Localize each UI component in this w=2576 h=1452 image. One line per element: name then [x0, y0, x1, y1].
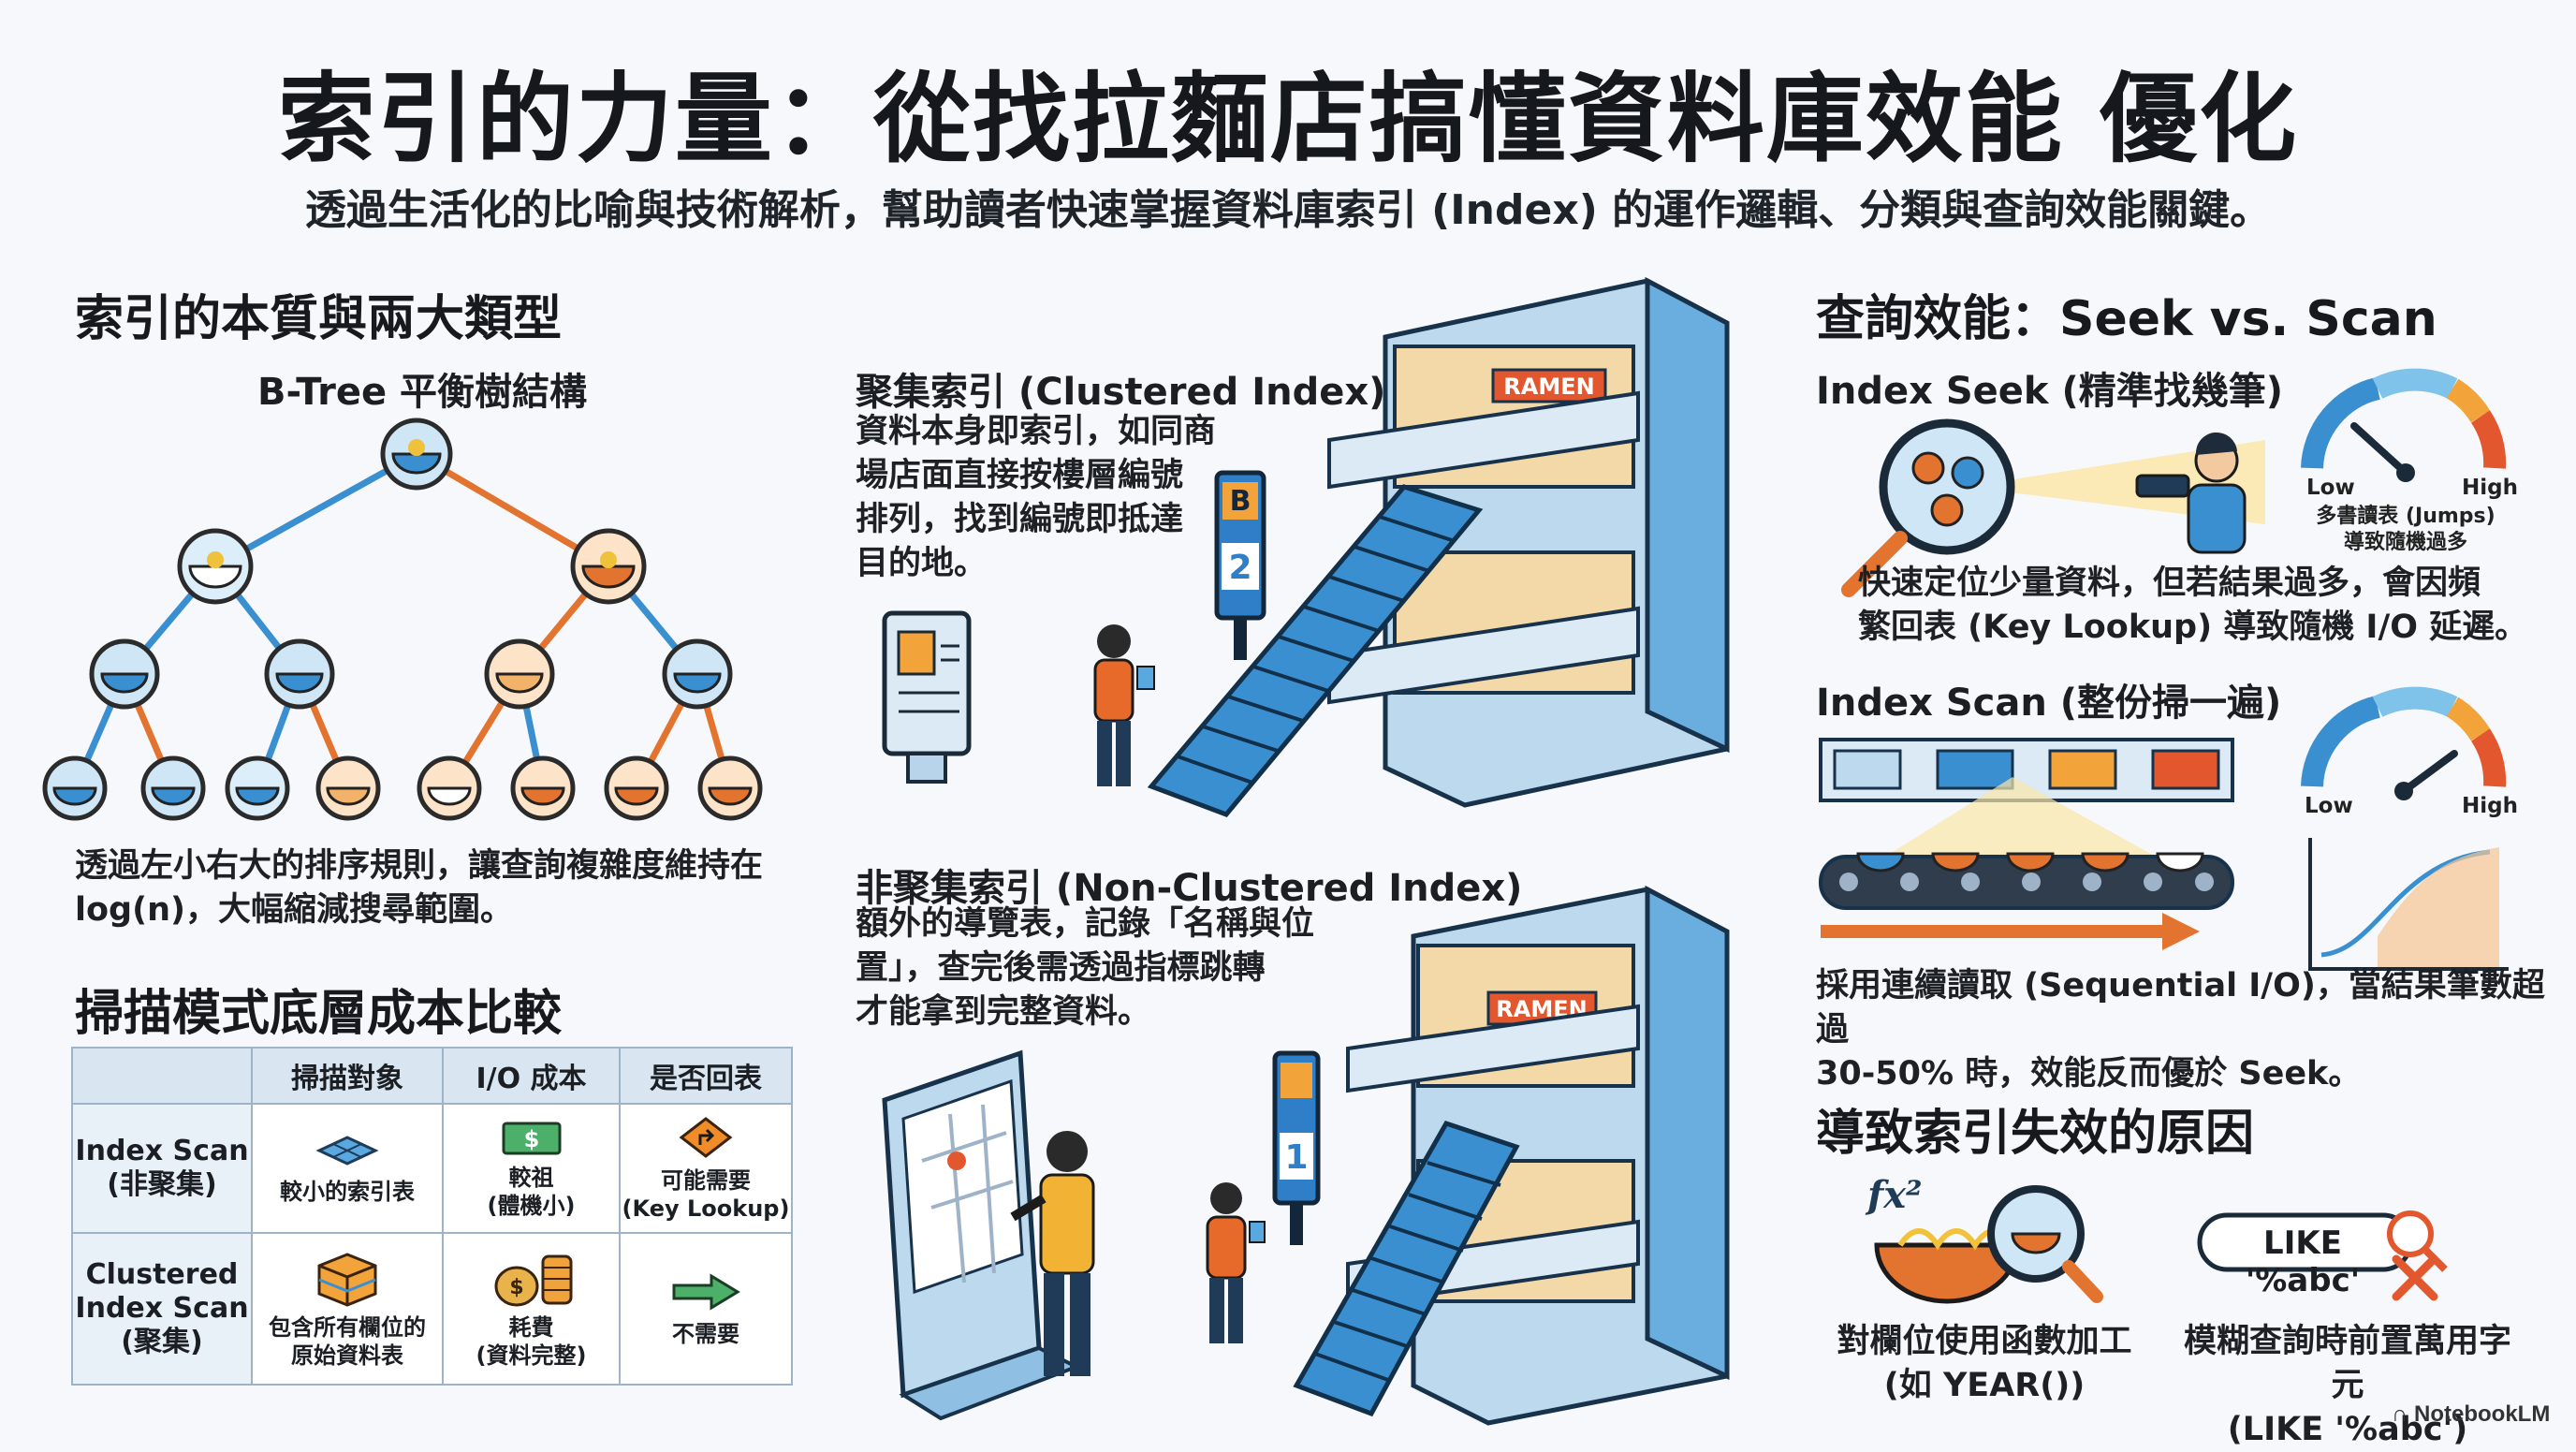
- cause-function: 對欄位使用函數加工 (如 YEAR()): [1837, 1323, 2132, 1404]
- cell-lookup: 可能需要 (Key Lookup): [619, 1103, 793, 1234]
- data-cube-icon: [317, 1252, 377, 1307]
- performance-curve: [2308, 838, 2509, 971]
- detour-sign-icon: [679, 1116, 733, 1158]
- ramen-shop-sign: RAMEN: [1503, 374, 1594, 400]
- table-row: Index Scan (非聚集) 較小的索引表 $ 較祖 (體機小) 可能需要 …: [71, 1103, 793, 1234]
- arrow-right-icon: [672, 1272, 740, 1311]
- scan-light-beam: [1863, 777, 2181, 871]
- small-index-icon: [315, 1135, 379, 1166]
- clustered-title: 聚集索引 (Clustered Index): [856, 371, 1386, 414]
- scan-cost-heading: 掃描模式底層成本比較: [75, 986, 563, 1042]
- floor-sign-2-bottom: 1: [1284, 1138, 1308, 1177]
- staircase-2: [1293, 1120, 1520, 1417]
- row-name-index-scan: Index Scan (非聚集): [71, 1103, 253, 1234]
- like-search-box: [2197, 1210, 2448, 1301]
- page-title: 索引的力量：從找拉麵店搞懂資料庫效能 優化: [277, 62, 2299, 176]
- failure-heading: 導致索引失效的原因: [1816, 1106, 2255, 1162]
- clustered-mall-illustration: B 2 RAMEN: [882, 276, 1730, 817]
- gauge-scan: [2301, 686, 2507, 800]
- page-subtitle: 透過生活化的比喻與技術解析，幫助讀者快速掌握資料庫索引 (Index) 的運作邏…: [304, 186, 2272, 234]
- directory-board-icon: [882, 610, 972, 784]
- money-icon: $: [502, 1122, 561, 1154]
- cause-wildcard: 模糊查詢時前置萬用字元 (LIKE '%abc'): [2183, 1323, 2511, 1448]
- nonclustered-description: 額外的導覽表，記錄「名稱與位 置」，查完後需透過指標跳轉 才能拿到完整資料。: [856, 905, 1315, 1031]
- floor-sign-top: B: [1230, 485, 1251, 518]
- scan-description: 採用連續讀取 (Sequential I/O)，當結果筆數超過 30-50% 時…: [1816, 967, 2545, 1093]
- svg-text:$: $: [523, 1126, 539, 1152]
- table-row: Clustered Index Scan (聚集) 包含所有欄位的 原始資料表 …: [71, 1232, 793, 1386]
- gauge-seek: [2301, 368, 2507, 482]
- gauge-scan-low: Low: [2305, 794, 2353, 818]
- cell-lookup: 不需要: [619, 1232, 793, 1386]
- gauge-seek-high: High: [2462, 476, 2518, 500]
- floor-sign: B 2: [1214, 470, 1266, 660]
- btree-label: B-Tree 平衡樹結構: [257, 371, 588, 414]
- btree-leaf-row: [42, 755, 763, 821]
- coins-bag-icon: $: [494, 1254, 572, 1306]
- row-name-clustered-scan: Clustered Index Scan (聚集): [71, 1232, 253, 1386]
- conveyor-belt: [1819, 852, 2234, 910]
- clustered-description: 資料本身即索引，如同商 場店面直接按樓層編號 排列，找到編號即抵達 目的地。: [856, 413, 1217, 582]
- staircase: [1147, 484, 1484, 817]
- btree-node-level1-left: [177, 528, 254, 605]
- btree-node-level2-3: [484, 638, 555, 710]
- performance-heading: 查詢效能：Seek vs. Scan: [1816, 291, 2437, 347]
- table-header-corner: [71, 1047, 253, 1105]
- btree-node-level2-1: [89, 638, 160, 710]
- magnifier-icon-2: [1987, 1185, 2103, 1303]
- svg-text:$: $: [509, 1276, 523, 1299]
- map-kiosk-icon: [882, 1049, 1081, 1421]
- cell-io: $ 耗費 (資料完整): [442, 1232, 621, 1386]
- cell-target: 包含所有欄位的 原始資料表: [251, 1232, 444, 1386]
- mall-building-2: RAMEN: [1346, 885, 1730, 1426]
- flashlight-person-icon: [2135, 432, 2247, 554]
- table-header-lookup: 是否回表: [619, 1047, 793, 1105]
- notebooklm-brand: ∩ NotebookLM: [2392, 1401, 2551, 1427]
- notebooklm-logo-icon: ∩: [2392, 1401, 2408, 1427]
- floor-sign-2: 1: [1272, 1050, 1321, 1245]
- person-reading-icon: [1093, 624, 1155, 786]
- scan-cost-table-wrap: 掃描對象 I/O 成本 是否回表 Index Scan (非聚集) 較小的索引表…: [71, 1047, 793, 1386]
- btree-desc-line-1: 透過左小右大的排序規則，讓查詢複雜度維持在: [75, 847, 764, 885]
- seek-description: 快速定位少量資料，但若結果過多，會因頻 繁回表 (Key Lookup) 導致隨…: [1858, 565, 2528, 646]
- gauge-scan-high: High: [2462, 794, 2518, 818]
- cell-io: $ 較祖 (體機小): [442, 1103, 621, 1234]
- scan-illustration: [1819, 686, 2509, 971]
- scan-title: Index Scan (整份掃一遍): [1816, 682, 2282, 725]
- seek-title: Index Seek (精準找幾筆): [1816, 370, 2284, 413]
- btree-node-level2-4: [662, 638, 733, 710]
- btree-node-level1-right: [570, 528, 647, 605]
- nonclustered-title: 非聚集索引 (Non-Clustered Index): [856, 867, 1523, 910]
- btree-desc-line-2: log(n)，大幅縮減搜尋範圍。: [75, 891, 514, 929]
- seek-illustration: [1841, 368, 2507, 597]
- table-header-row: 掃描對象 I/O 成本 是否回表: [71, 1047, 793, 1105]
- gauge-seek-note: 多書讀表 (Jumps) 導致隨機過多: [2316, 505, 2496, 554]
- btree-node-level2-2: [264, 638, 335, 710]
- gauge-seek-low: Low: [2306, 476, 2355, 500]
- scan-arrow: [1821, 913, 2200, 950]
- person-with-phone-icon: [1206, 1182, 1266, 1343]
- mall-building: RAMEN: [1327, 276, 1730, 808]
- fx-icon: fx²: [1865, 1173, 1923, 1217]
- scan-cost-table: 掃描對象 I/O 成本 是否回表 Index Scan (非聚集) 較小的索引表…: [71, 1047, 793, 1386]
- btree-description: 透過左小右大的排序規則，讓查詢複雜度維持在 log(n)，大幅縮減搜尋範圍。: [75, 844, 763, 932]
- btree-diagram: [42, 418, 763, 821]
- like-box-text: LIKE '%abc': [2245, 1225, 2361, 1299]
- table-header-target: 掃描對象: [251, 1047, 444, 1105]
- essence-heading: 索引的本質與兩大類型: [75, 291, 563, 347]
- error-x-icon: [2392, 1254, 2438, 1301]
- floor-sign-bottom: 2: [1228, 549, 1251, 587]
- person-using-kiosk-icon: [1010, 1131, 1095, 1376]
- cell-target: 較小的索引表: [251, 1103, 444, 1234]
- btree-node-root: [380, 418, 453, 491]
- table-header-io: I/O 成本: [442, 1047, 621, 1105]
- nonclustered-mall-illustration: 1 RAMEN: [882, 885, 1730, 1426]
